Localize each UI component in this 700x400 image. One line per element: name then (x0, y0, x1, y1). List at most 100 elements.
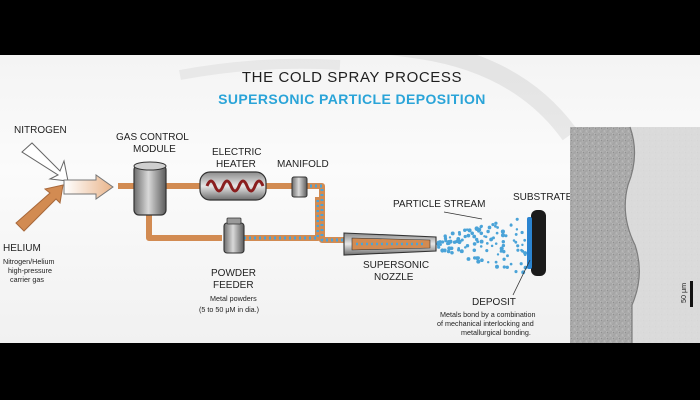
particle (466, 233, 471, 238)
particle (485, 249, 489, 253)
particle (495, 231, 499, 235)
particle (443, 249, 447, 253)
particle (486, 260, 490, 264)
electric-heater (199, 171, 267, 201)
label-powder-line2: FEEDER (213, 280, 254, 291)
nitrogen-arrow (21, 142, 69, 182)
particle (500, 233, 506, 238)
particle (502, 249, 506, 254)
particle (465, 243, 470, 248)
label-nitrogen: NITROGEN (14, 125, 67, 136)
particle (463, 228, 467, 233)
particle (494, 260, 498, 264)
particle (494, 224, 497, 228)
particle (448, 239, 453, 244)
particle (490, 244, 494, 248)
particle (516, 244, 520, 248)
gas-control-module (133, 161, 167, 216)
particle (485, 242, 489, 245)
particle (477, 229, 481, 233)
label-heater-line2: HEATER (216, 159, 256, 170)
label-particle-stream: PARTICLE STREAM (393, 199, 485, 210)
particle (437, 244, 440, 247)
particle (447, 246, 452, 251)
background-car-silhouette (179, 55, 578, 141)
particle (464, 246, 467, 249)
particle (457, 248, 460, 252)
particle (440, 248, 445, 253)
merged-gas-arrow (63, 174, 114, 200)
particle (448, 236, 452, 239)
particle (520, 248, 523, 252)
particle (467, 228, 472, 233)
micrograph-image: 50 μm (570, 126, 700, 343)
particle (496, 226, 499, 229)
label-substrate: SUBSTRATE (513, 192, 573, 203)
particle (523, 253, 527, 257)
scale-bar-label: 50 μm (679, 283, 688, 303)
particle (483, 235, 486, 238)
label-carrier-line3: carrier gas (10, 275, 44, 284)
label-deposit-desc1: Metals bond by a combination (440, 310, 536, 319)
particle (479, 245, 483, 248)
powder-feeder (223, 217, 245, 254)
particle (466, 257, 471, 261)
particle (515, 217, 519, 221)
heater-coil-icon (205, 179, 265, 193)
particle (501, 240, 505, 244)
particle (456, 236, 461, 241)
label-nozzle-line1: SUPERSONIC (363, 260, 429, 271)
label-gas-control-line1: GAS CONTROL (116, 132, 189, 143)
particle (480, 258, 484, 263)
label-powder-line1: POWDER (211, 268, 256, 279)
particle (475, 237, 479, 242)
particle (500, 229, 505, 234)
particle (502, 257, 506, 261)
particle (491, 223, 495, 227)
scale-bar (690, 281, 693, 307)
label-deposit-desc3: metallurgical bonding. (461, 328, 531, 337)
particle (519, 262, 523, 266)
particle (472, 234, 477, 239)
particle (504, 234, 508, 238)
helium-arrow (15, 184, 64, 232)
particle (479, 225, 483, 229)
label-deposit-desc2: of mechanical interlocking and (437, 319, 534, 328)
particle-stream (436, 217, 528, 275)
particle (520, 230, 524, 235)
cold-spray-diagram: THE COLD SPRAY PROCESS SUPERSONIC PARTIC… (3, 55, 700, 343)
label-carrier-line2: high-pressure (8, 266, 52, 275)
particle (479, 231, 484, 236)
particle (512, 239, 516, 242)
particle (506, 254, 509, 258)
particle (499, 246, 504, 251)
gas-pipes (118, 183, 293, 241)
particle (495, 264, 499, 269)
particle (496, 253, 500, 256)
particle (494, 242, 498, 245)
particle (523, 238, 527, 242)
particle (458, 232, 462, 236)
particle (465, 228, 469, 231)
particle (439, 243, 442, 246)
particle (460, 238, 464, 242)
particle (505, 265, 509, 269)
particle (492, 236, 495, 240)
label-heater-line1: ELECTRIC (212, 147, 261, 158)
particle (472, 242, 477, 246)
particle (514, 240, 518, 244)
particle (494, 221, 498, 225)
particle (516, 248, 520, 252)
particle (463, 234, 467, 239)
label-nozzle-line2: NOZZLE (374, 272, 414, 283)
diagram-panel: THE COLD SPRAY PROCESS SUPERSONIC PARTIC… (0, 55, 700, 343)
particle (450, 231, 455, 236)
particle (476, 259, 481, 264)
particle (444, 239, 448, 243)
substrate (531, 210, 546, 276)
label-deposit: DEPOSIT (472, 297, 516, 308)
label-manifold: MANIFOLD (277, 159, 329, 170)
label-helium: HELIUM (3, 243, 41, 254)
particle (479, 239, 484, 244)
particle (514, 232, 518, 236)
